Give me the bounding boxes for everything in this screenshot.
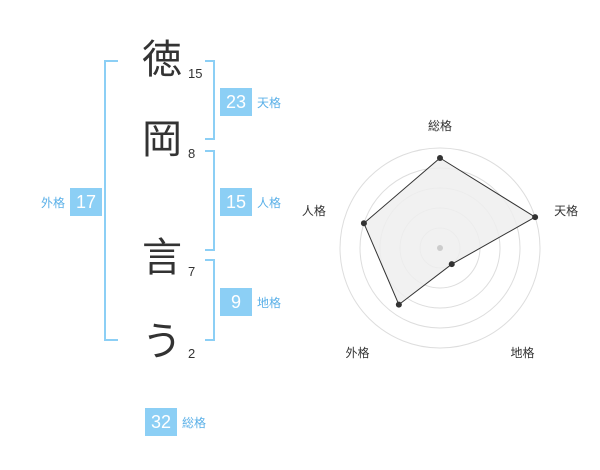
radar-point-1 bbox=[437, 155, 443, 161]
stroke-count-2: 8 bbox=[188, 146, 196, 161]
radar-area bbox=[363, 157, 537, 306]
stroke-count-1: 15 bbox=[188, 66, 203, 81]
chikaku-label: 地格 bbox=[257, 295, 282, 310]
tenkaku-value: 23 bbox=[220, 88, 252, 116]
soukaku-label: 総格 bbox=[182, 415, 207, 430]
jinkaku-value: 15 bbox=[220, 188, 252, 216]
radar-center bbox=[437, 245, 443, 251]
soukaku-value: 32 bbox=[145, 408, 177, 436]
chikaku-badge: 9 地格 bbox=[220, 288, 281, 316]
name-char-3: 言 bbox=[142, 235, 182, 281]
tenkaku-label: 天格 bbox=[257, 95, 282, 110]
radar-axis-label-4: 外格 bbox=[345, 345, 369, 360]
tenkaku-badge: 23 天格 bbox=[220, 88, 281, 116]
gaikaku-label: 外格 bbox=[41, 195, 66, 210]
radar-axis-label-3: 地格 bbox=[511, 345, 535, 360]
name-char-4: う bbox=[142, 319, 182, 365]
stroke-count-3: 7 bbox=[188, 264, 196, 279]
soukaku-badge: 32 総格 bbox=[145, 408, 206, 436]
gaikaku-value: 17 bbox=[70, 188, 103, 216]
gaikaku-bracket bbox=[104, 60, 118, 341]
jinkaku-bracket bbox=[205, 150, 215, 251]
radar-axis-label-1: 総格 bbox=[428, 118, 452, 133]
radar-point-5 bbox=[360, 220, 367, 227]
jinkaku-badge: 15 人格 bbox=[220, 188, 281, 216]
jinkaku-label: 人格 bbox=[257, 195, 282, 210]
chikaku-value: 9 bbox=[220, 288, 252, 316]
name-char-2: 岡 bbox=[142, 117, 182, 163]
radar-ring bbox=[339, 147, 541, 349]
tenkaku-bracket bbox=[205, 60, 215, 140]
radar-axis-label-2: 天格 bbox=[554, 203, 578, 218]
stroke-count-4: 2 bbox=[188, 346, 196, 361]
radar-point-3 bbox=[448, 261, 455, 268]
chikaku-bracket bbox=[205, 259, 215, 341]
name-char-1: 徳 bbox=[142, 37, 182, 83]
radar-point-4 bbox=[395, 301, 402, 308]
gaikaku-badge: 17 外格 bbox=[41, 188, 103, 216]
radar-axis-label-5: 人格 bbox=[302, 203, 326, 218]
radar-point-2 bbox=[532, 214, 539, 221]
